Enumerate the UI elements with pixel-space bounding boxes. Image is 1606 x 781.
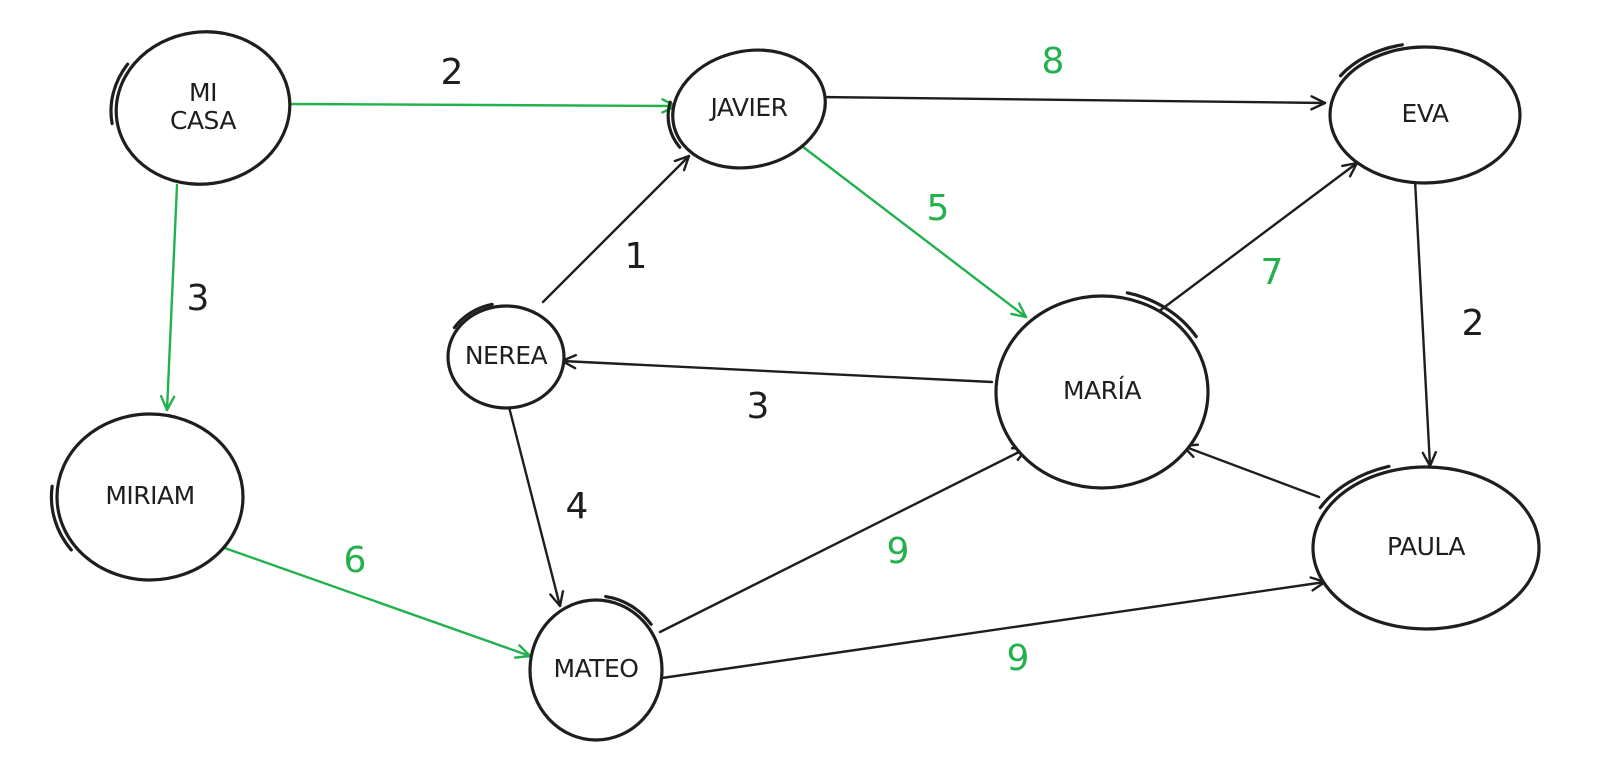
edge-weight-label: 7 [1261, 252, 1284, 293]
node-circle [114, 30, 292, 186]
node-sketch-stroke [1318, 464, 1391, 510]
node-circle [1311, 465, 1541, 631]
edge-weight-label: 2 [1462, 303, 1485, 344]
node-sketch-stroke [1125, 291, 1198, 339]
edge-weight-label: 5 [927, 188, 950, 229]
node-circle [55, 412, 245, 582]
node-sketch-stroke [49, 484, 73, 552]
node-eva: EVA [1328, 43, 1522, 185]
edge-mi-casa-to-javier [288, 102, 678, 108]
arrowhead-nerea-to-mateo [549, 590, 565, 608]
edge-eva-to-paula [1413, 178, 1432, 468]
node-nerea: NEREA [446, 302, 566, 410]
node-label: MIRIAM [105, 481, 194, 510]
node-circle [671, 48, 827, 170]
node-label: MI [189, 78, 217, 107]
node-javier: JAVIER [666, 48, 827, 170]
edge-nerea-to-javier [541, 154, 691, 304]
edge-paula-to-maria [1181, 444, 1321, 499]
node-sketch-stroke [604, 594, 653, 626]
edge-weight-label: 9 [1007, 638, 1030, 679]
edge-weight-label: 3 [747, 386, 770, 427]
node-circle [446, 304, 566, 410]
node-sketch-stroke [666, 100, 682, 149]
node-circle [528, 598, 664, 742]
edge-javier-to-eva [815, 95, 1327, 105]
edge-weight-label: 2 [441, 52, 464, 93]
edges-layer [159, 95, 1437, 680]
edge-mateo-to-paula [660, 580, 1327, 680]
arrowhead-mi-casa-to-miriam [159, 395, 176, 412]
edge-weight-label: 6 [344, 540, 367, 581]
weights-layer: 2 3 8 5 1 3 4 7 2 6 9 9 [187, 41, 1485, 679]
edge-mi-casa-to-miriam [165, 183, 179, 412]
edge-javier-to-maria [788, 135, 1028, 319]
edge-weight-label: 1 [625, 236, 648, 277]
node-miriam: MIRIAM [49, 412, 245, 582]
node-sketch-stroke [1338, 43, 1404, 78]
edge-weight-label: 3 [187, 278, 210, 319]
node-sketch-stroke [109, 62, 130, 126]
node-label: MARÍA [1063, 376, 1141, 405]
node-sketch-stroke [452, 302, 494, 330]
arrowhead-javier-to-eva [1310, 95, 1327, 111]
edge-weight-label: 8 [1042, 41, 1065, 82]
node-label: JAVIER [708, 93, 787, 122]
node-maria: MARÍA [994, 291, 1210, 490]
node-paula: PAULA [1311, 464, 1541, 631]
node-circle [1328, 45, 1522, 185]
node-mateo: MATEO [528, 594, 664, 742]
edge-weight-label: 9 [887, 531, 910, 572]
arrowhead-javier-to-maria [1010, 302, 1028, 319]
edge-maria-to-nerea [560, 359, 994, 384]
node-label: CASA [170, 106, 236, 135]
edge-weight-label: 4 [566, 486, 589, 527]
node-label: PAULA [1387, 532, 1465, 561]
edge-nerea-to-mateo [507, 405, 562, 608]
edge-mateo-to-maria [658, 446, 1029, 634]
node-label: EVA [1402, 99, 1449, 128]
arrowhead-nerea-to-javier [673, 154, 691, 172]
node-circle [994, 294, 1210, 490]
node-label: MATEO [554, 654, 639, 683]
edge-miriam-to-mateo [217, 544, 532, 658]
edge-maria-to-eva [1148, 161, 1359, 320]
node-label: NEREA [465, 341, 548, 370]
